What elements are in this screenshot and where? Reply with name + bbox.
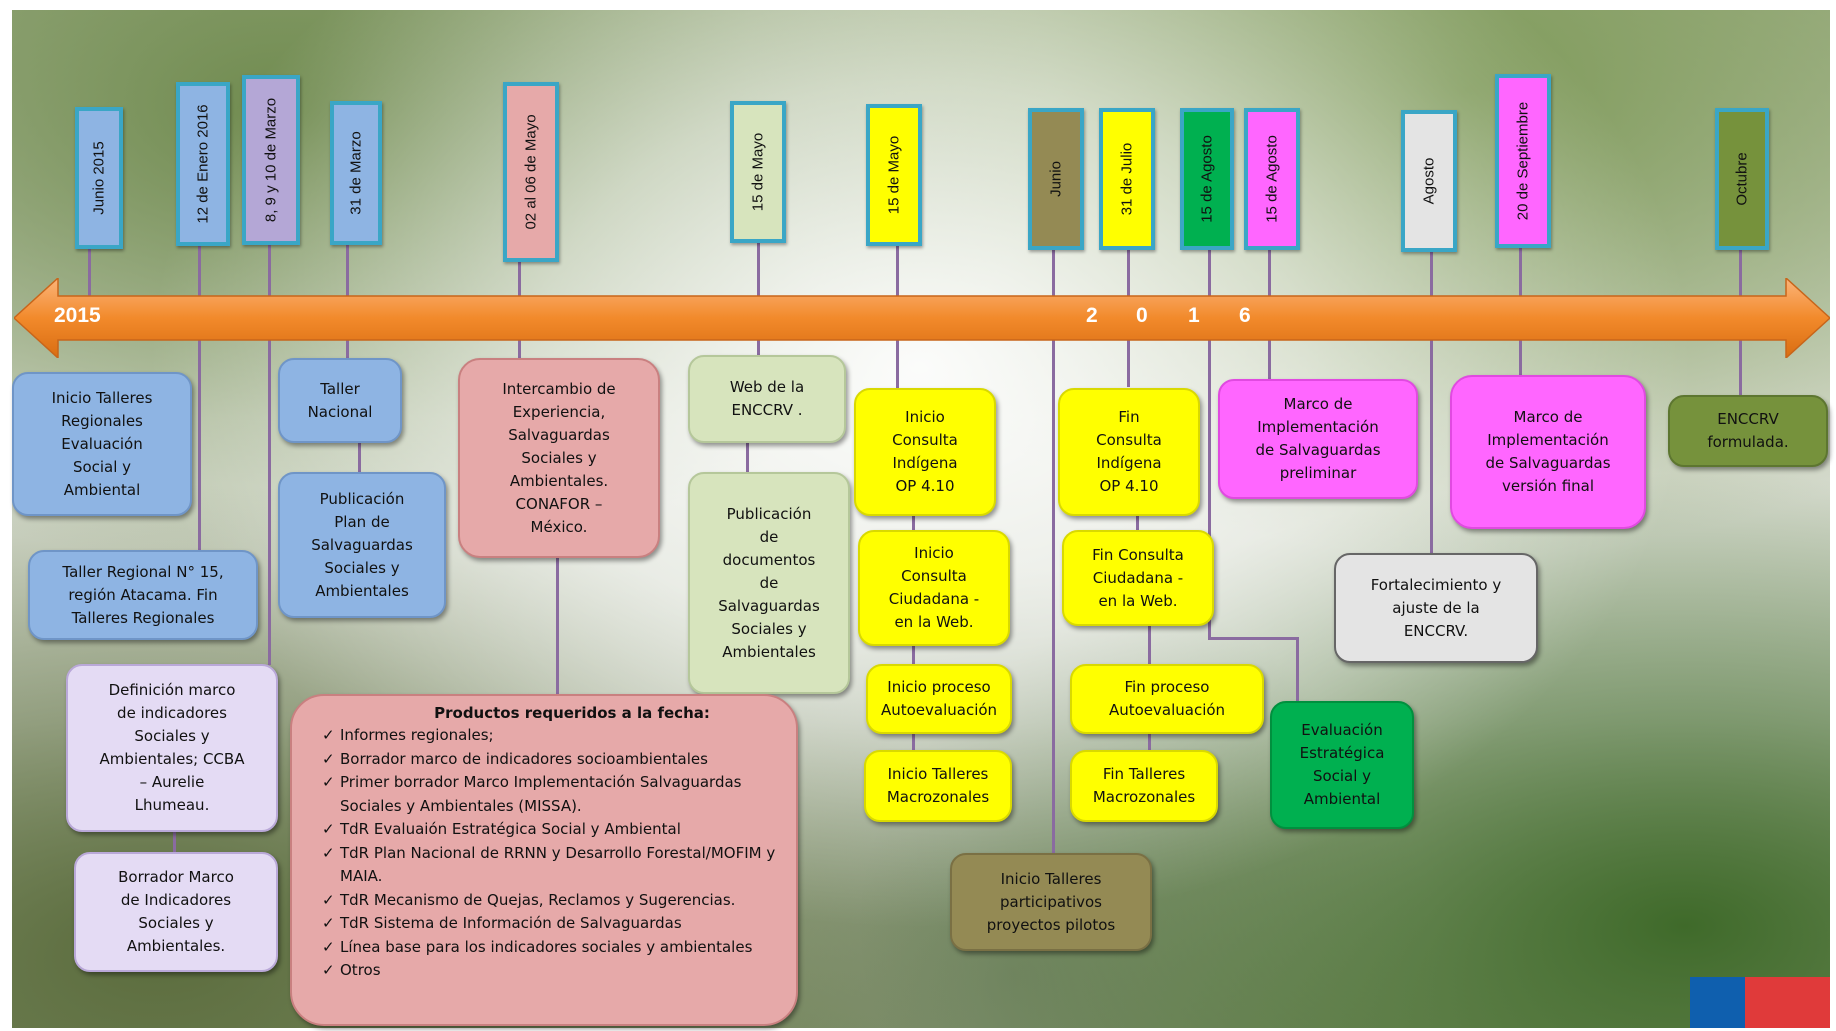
event-enccrv-formulada: ENCCRV formulada.: [1668, 395, 1828, 467]
date-label: Junio 2015: [90, 141, 108, 215]
date-label: 02 al 06 de Mayo: [522, 114, 540, 230]
date-tab: Octubre: [1715, 108, 1769, 250]
connector: [1296, 637, 1299, 701]
connector: [1148, 626, 1151, 664]
list-item: Informes regionales;: [322, 724, 782, 748]
date-label: 8, 9 y 10 de Marzo: [262, 97, 280, 223]
event-web-enccrv: Web de la ENCCRV .: [688, 355, 846, 443]
connector: [358, 443, 361, 473]
connector: [268, 245, 271, 665]
date-label: 15 de Agosto: [1198, 135, 1216, 223]
connector: [912, 516, 915, 532]
event-fin-consulta-ciudadana: Fin Consulta Ciudadana - en la Web.: [1062, 530, 1214, 626]
date-tab: 31 de Marzo: [330, 101, 382, 245]
date-label: Agosto: [1420, 157, 1438, 205]
flag-red-block: [1745, 977, 1830, 1028]
event-evaluacion-estrategica: Evaluación Estratégica Social y Ambienta…: [1270, 701, 1414, 829]
event-inicio-talleres-regionales: Inicio Talleres Regionales Evaluación So…: [12, 372, 192, 516]
event-marco-preliminar: Marco de Implementación de Salvaguardas …: [1218, 379, 1418, 499]
products-list: Informes regionales; Borrador marco de i…: [322, 724, 782, 983]
event-intercambio-experiencia: Intercambio de Experiencia, Salvaguardas…: [458, 358, 660, 558]
date-label: 20 de Septiembre: [1514, 101, 1532, 221]
connector: [912, 646, 915, 666]
list-item: TdR Mecanismo de Quejas, Reclamos y Suge…: [322, 889, 782, 913]
event-inicio-talleres-pilotos: Inicio Talleres participativos proyectos…: [950, 853, 1152, 951]
event-taller-nacional: Taller Nacional: [278, 358, 402, 443]
date-tab: 15 de Agosto: [1180, 108, 1234, 250]
event-publicacion-documentos: Publicación de documentos de Salvaguarda…: [688, 472, 850, 694]
connector: [1430, 245, 1433, 553]
event-inicio-talleres-macrozonales: Inicio Talleres Macrozonales: [864, 750, 1012, 822]
event-inicio-consulta-indigena: Inicio Consulta Indígena OP 4.10: [854, 388, 996, 516]
year-2016-digit: 6: [1239, 304, 1251, 327]
date-label: 31 de Julio: [1118, 142, 1136, 216]
connector: [198, 245, 201, 551]
year-2015-label: 2015: [54, 304, 101, 327]
connector: [912, 734, 915, 750]
connector: [173, 830, 176, 854]
year-2016-digit: 1: [1188, 304, 1200, 327]
date-label: Junio: [1047, 161, 1065, 197]
list-item: Otros: [322, 959, 782, 983]
list-item: Primer borrador Marco Implementación Sal…: [322, 771, 782, 818]
event-fin-autoevaluacion: Fin proceso Autoevaluación: [1070, 664, 1264, 734]
products-required-box: Productos requeridos a la fecha: Informe…: [290, 694, 798, 1026]
connector: [1136, 516, 1139, 532]
products-title: Productos requeridos a la fecha:: [434, 704, 710, 722]
event-inicio-consulta-ciudadana: Inicio Consulta Ciudadana - en la Web.: [858, 530, 1010, 646]
event-fin-talleres-macrozonales: Fin Talleres Macrozonales: [1070, 750, 1218, 822]
date-tab: 15 de Agosto: [1244, 108, 1300, 250]
event-publicacion-plan: Publicación Plan de Salvaguardas Sociale…: [278, 472, 446, 618]
date-tab: Junio: [1028, 108, 1084, 250]
list-item: Línea base para los indicadores sociales…: [322, 936, 782, 960]
date-label: 15 de Mayo: [885, 135, 903, 215]
date-label: 15 de Mayo: [749, 132, 767, 212]
date-tab: 12 de Enero 2016: [176, 82, 230, 246]
date-tab: 20 de Septiembre: [1495, 74, 1551, 248]
connector: [1208, 637, 1299, 640]
connector: [746, 443, 749, 473]
date-label: Octubre: [1733, 152, 1751, 206]
date-tab: 02 al 06 de Mayo: [503, 82, 559, 262]
connector: [88, 245, 91, 317]
date-label: 15 de Agosto: [1263, 135, 1281, 223]
event-fortalecimiento-enccrv: Fortalecimiento y ajuste de la ENCCRV.: [1334, 553, 1538, 663]
event-inicio-autoevaluacion: Inicio proceso Autoevaluación: [866, 664, 1012, 734]
flag-blue-block: [1690, 977, 1745, 1028]
date-tab: Agosto: [1401, 110, 1457, 252]
date-tab: 15 de Mayo: [730, 101, 786, 243]
event-taller-regional-15: Taller Regional N° 15, región Atacama. F…: [28, 550, 258, 640]
connector: [1052, 245, 1055, 853]
event-fin-consulta-indigena: Fin Consulta Indígena OP 4.10: [1058, 388, 1200, 516]
year-2016-digit: 2: [1086, 304, 1098, 327]
date-label: 12 de Enero 2016: [194, 104, 212, 224]
date-tab: 15 de Mayo: [866, 104, 922, 246]
date-tab: 8, 9 y 10 de Marzo: [242, 75, 300, 245]
year-2016-digit: 0: [1136, 304, 1148, 327]
event-definicion-marco-indicadores: Definición marco de indicadores Sociales…: [66, 664, 278, 832]
date-label: 31 de Marzo: [347, 131, 365, 215]
list-item: TdR Evaluaión Estratégica Social y Ambie…: [322, 818, 782, 842]
date-tab: 31 de Julio: [1099, 108, 1155, 250]
connector: [1148, 734, 1151, 750]
list-item: TdR Plan Nacional de RRNN y Desarrollo F…: [322, 842, 782, 889]
event-borrador-marco-indicadores: Borrador Marco de Indicadores Sociales y…: [74, 852, 278, 972]
date-tab: Junio 2015: [75, 107, 123, 249]
event-marco-final: Marco de Implementación de Salvaguardas …: [1450, 375, 1646, 529]
list-item: Borrador marco de indicadores socioambie…: [322, 748, 782, 772]
connector: [1208, 245, 1211, 640]
connector: [556, 556, 559, 696]
flag-logo: [1690, 977, 1830, 1028]
timeline-arrow: [14, 278, 1830, 358]
list-item: TdR Sistema de Información de Salvaguard…: [322, 912, 782, 936]
